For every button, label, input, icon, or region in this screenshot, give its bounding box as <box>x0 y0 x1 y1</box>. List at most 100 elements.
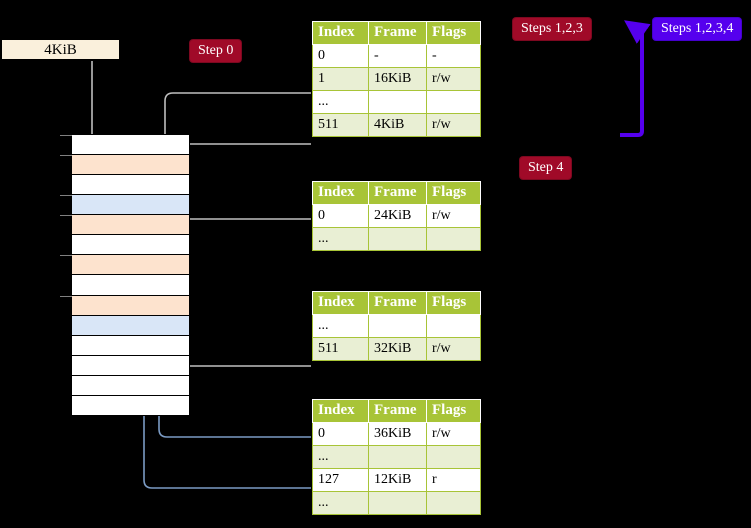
table-cell: - <box>368 44 427 68</box>
column-header-flags: Flags <box>426 399 481 423</box>
table-cell: r/w <box>426 337 481 361</box>
table-cell: 511 <box>312 113 369 137</box>
table-cell: 36KiB <box>368 422 427 446</box>
memory-frame-row <box>72 235 189 256</box>
table-row: 0-- <box>312 44 481 68</box>
badge-steps-1234: Steps 1,2,3,4 <box>653 18 742 40</box>
badge-steps-123: Steps 1,2,3 <box>513 18 591 40</box>
memory-frame-row <box>72 355 189 376</box>
table-cell <box>368 90 427 114</box>
memory-frame-row <box>72 215 189 236</box>
column-header-index: Index <box>312 21 369 45</box>
table-row: ... <box>312 227 481 251</box>
memory-frame-row <box>72 155 189 176</box>
table-cell: 0 <box>312 422 369 446</box>
table-cell: r/w <box>426 113 481 137</box>
column-header-frame: Frame <box>368 181 427 205</box>
table-row: ... <box>312 491 481 515</box>
wire-table0-row1-to-memory <box>172 143 311 160</box>
table-cell: 127 <box>312 468 369 492</box>
column-header-frame: Frame <box>368 291 427 315</box>
table-cell: ... <box>312 90 369 114</box>
table-cell <box>368 445 427 469</box>
memory-row-tick <box>60 295 72 297</box>
table-cell: 16KiB <box>368 67 427 91</box>
table-cell: ... <box>312 314 369 338</box>
table-row: ... <box>312 90 481 114</box>
column-header-index: Index <box>312 291 369 315</box>
table-cell: 0 <box>312 44 369 68</box>
table-cell: 24KiB <box>368 204 427 228</box>
memory-row-tick <box>60 215 72 217</box>
memory-frame-row <box>72 175 189 196</box>
table-cell: 0 <box>312 204 369 228</box>
memory-frame-row <box>72 295 189 316</box>
memory-frame-row <box>72 375 189 396</box>
memory-frame-row <box>72 255 189 276</box>
column-header-flags: Flags <box>426 21 481 45</box>
physical-memory-column <box>60 134 190 416</box>
column-header-frame: Frame <box>368 21 427 45</box>
memory-frame-row <box>72 395 189 416</box>
badge-step-0: Step 0 <box>190 40 242 62</box>
column-header-frame: Frame <box>368 399 427 423</box>
table-cell: r <box>426 468 481 492</box>
table-cell <box>426 445 481 469</box>
memory-frame-row <box>72 195 189 216</box>
memory-row-tick <box>60 195 72 197</box>
table-cell: - <box>426 44 481 68</box>
table-cell <box>368 314 427 338</box>
table-cell <box>426 491 481 515</box>
column-header-index: Index <box>312 399 369 423</box>
memory-row-tick <box>60 155 72 157</box>
memory-frame-row <box>72 275 189 296</box>
table-cell <box>426 314 481 338</box>
memory-row-tick <box>60 135 72 136</box>
memory-row-tick <box>60 255 72 257</box>
badge-step-4: Step 4 <box>520 157 572 179</box>
table-cell: 12KiB <box>368 468 427 492</box>
table-cell <box>426 227 481 251</box>
table-cell: r/w <box>426 67 481 91</box>
memory-frame-row <box>72 135 189 156</box>
table-cell <box>368 227 427 251</box>
table-row: ... <box>312 445 481 469</box>
wire-table1-to-memory <box>172 218 311 256</box>
table-cell: ... <box>312 491 369 515</box>
table-cell <box>368 491 427 515</box>
memory-frame-row <box>72 335 189 356</box>
column-header-index: Index <box>312 181 369 205</box>
column-header-flags: Flags <box>426 291 481 315</box>
table-cell: 1 <box>312 67 369 91</box>
memory-frame-row <box>72 315 189 336</box>
table-row: ... <box>312 314 481 338</box>
wire-steps1234-bracket <box>620 20 651 137</box>
table-cell: 32KiB <box>368 337 427 361</box>
memory-region-4kib-box: 4KiB <box>1 39 120 60</box>
table-cell: 511 <box>312 337 369 361</box>
column-header-flags: Flags <box>426 181 481 205</box>
table-cell <box>426 90 481 114</box>
table-cell: ... <box>312 227 369 251</box>
table-cell: ... <box>312 445 369 469</box>
table-cell: r/w <box>426 422 481 446</box>
